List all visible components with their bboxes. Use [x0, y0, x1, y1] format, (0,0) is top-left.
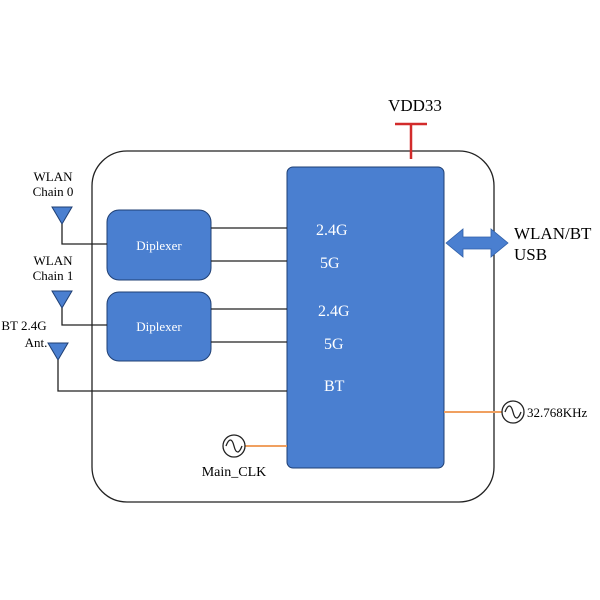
antenna-chain1-label-2: Chain 1	[33, 268, 74, 283]
diplexer-label-2: Diplexer	[136, 319, 182, 334]
diplexer-block-1	[106, 209, 212, 281]
double-arrow-icon	[445, 228, 509, 258]
power-symbol	[395, 122, 427, 159]
antenna-bt-icon	[47, 342, 287, 392]
interface-label-1: WLAN/BT	[514, 224, 592, 243]
chip-port-5g-b: 5G	[324, 336, 344, 353]
rtc-oscillator-icon	[501, 400, 525, 424]
module-outline	[91, 150, 495, 503]
rtc-clock-label: 32.768KHz	[527, 405, 588, 420]
chip-port-bt: BT	[324, 378, 345, 395]
chip-port-5g-a: 5G	[320, 255, 340, 272]
antenna-chain0-icon	[51, 206, 107, 245]
antenna-chain1-icon	[51, 290, 107, 326]
diplexer-block-2	[106, 291, 212, 362]
main-clock-label: Main_CLK	[202, 465, 267, 480]
main-oscillator-icon	[222, 434, 246, 458]
wifi-bt-chip	[286, 166, 445, 469]
antenna-chain0-label-2: Chain 0	[33, 184, 74, 199]
antenna-chain0-label-1: WLAN	[34, 169, 74, 184]
antenna-bt-label-1: BT 2.4G	[1, 318, 46, 333]
antenna-bt-label-2: Ant.	[25, 335, 48, 350]
chip-port-2g4-b: 2.4G	[318, 303, 350, 320]
rf-lines	[211, 227, 287, 343]
antenna-chain1-label-1: WLAN	[34, 253, 74, 268]
power-label: VDD33	[388, 96, 442, 115]
interface-label-2: USB	[514, 245, 547, 264]
chip-port-2g4-a: 2.4G	[316, 222, 348, 239]
diplexer-label-1: Diplexer	[136, 238, 182, 253]
